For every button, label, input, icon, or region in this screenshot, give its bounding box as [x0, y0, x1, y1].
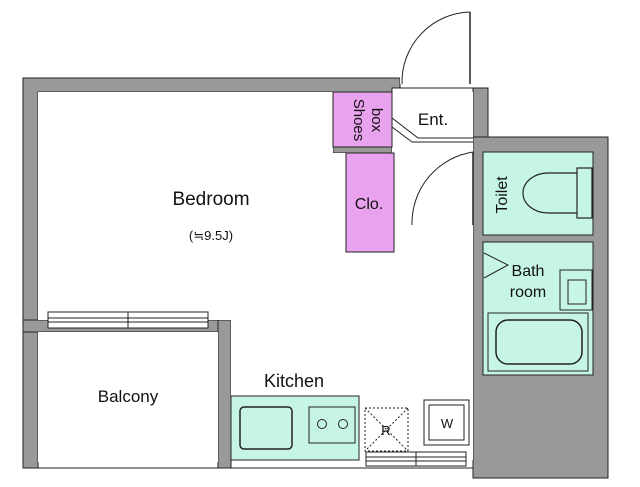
- entrance-step: [391, 117, 473, 143]
- balcony-side-wall: [217, 319, 232, 469]
- refrigerator-label: R: [381, 423, 390, 438]
- entrance-door: [400, 11, 472, 85]
- refrigerator: R: [364, 407, 409, 452]
- bath-door-mark: [483, 252, 510, 279]
- balcony-label: Balcony: [98, 387, 159, 406]
- entrance-label: Ent.: [418, 110, 448, 129]
- bedroom-size: (≒9.5J): [189, 228, 233, 243]
- sink-basin: [567, 279, 587, 305]
- toilet-bowl: [522, 172, 581, 214]
- shoes-box-label-2: box: [368, 108, 385, 133]
- shoes-box-label-1: Shoes: [350, 99, 367, 142]
- toilet-room: Toilet: [482, 151, 594, 236]
- washer-label: W: [441, 416, 454, 431]
- shoes-box: Shoes box: [332, 91, 393, 148]
- balcony-outline: [22, 332, 218, 469]
- kitchen-label: Kitchen: [264, 371, 324, 391]
- bath-label-1: Bath: [512, 263, 545, 280]
- burner-right: [338, 419, 348, 429]
- washer: W: [423, 399, 470, 446]
- stove: [308, 406, 356, 444]
- closet-label: Clo.: [355, 196, 383, 213]
- kitchen-counter: Kitchen: [230, 371, 360, 461]
- toilet-door: [411, 151, 474, 226]
- burner-left: [317, 419, 327, 429]
- bedroom-label: Bedroom: [172, 189, 249, 210]
- closet: Clo.: [345, 152, 395, 253]
- bath-room: Bath room: [482, 241, 594, 376]
- toilet-tank: [576, 167, 593, 219]
- bath-label-2: room: [510, 284, 546, 301]
- bathtub-inner: [495, 319, 583, 365]
- balcony-floor: [38, 332, 218, 462]
- toilet-label: Toilet: [494, 176, 511, 214]
- sink: [239, 406, 293, 450]
- balcony-window: [47, 311, 209, 329]
- kitchen-window: [365, 451, 467, 467]
